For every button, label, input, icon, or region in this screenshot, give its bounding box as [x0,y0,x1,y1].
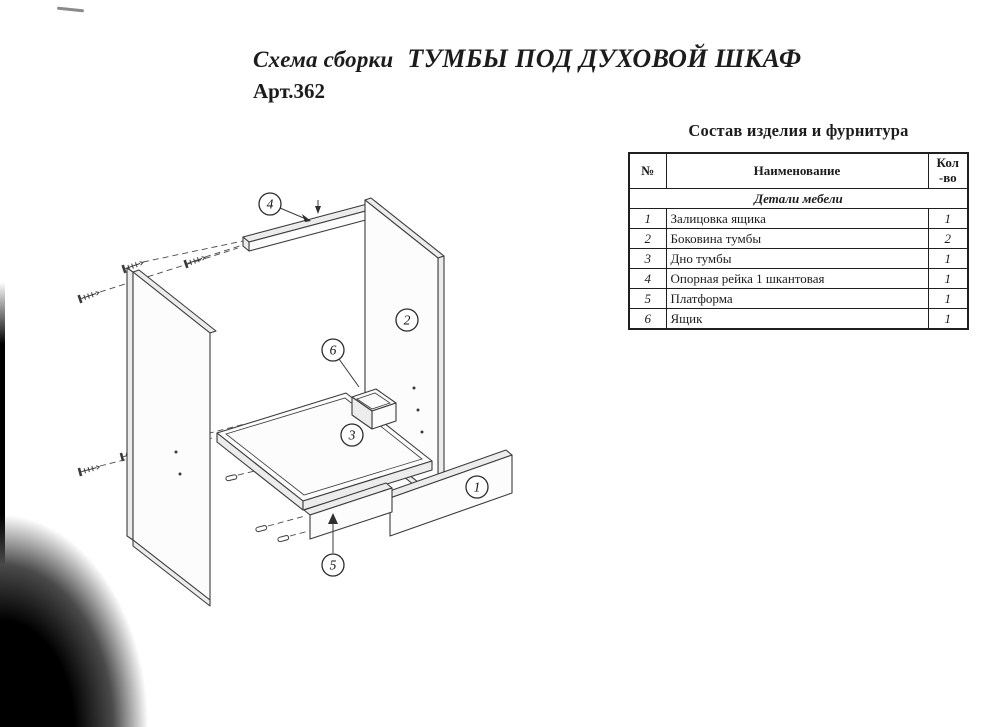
table-header-row: № Наименование Кол-во [628,152,969,189]
heading-block: Схема сборки ТУМБЫ ПОД ДУХОВОЙ ШКАФ Арт.3… [253,44,801,104]
callout-label: 4 [267,197,274,212]
table-row: 2 Боковина тумбы 2 [628,228,969,249]
table-row: 6 Ящик 1 [628,308,969,330]
col-header-qty-line2: -во [938,169,957,185]
part-number: 1 [628,208,667,229]
page-title: Схема сборки ТУМБЫ ПОД ДУХОВОЙ ШКАФ [253,44,801,74]
table-row: 4 Опорная рейка 1 шкантовая 1 [628,268,969,289]
callout-6: 6 [321,338,360,388]
callout-label: 1 [474,480,481,495]
part-qty: 1 [927,248,969,269]
part-name: Боковина тумбы [665,228,929,249]
table-section-row: Детали мебели [628,188,969,209]
callout-label: 3 [348,428,356,443]
col-header-qty-line1: Кол [936,155,959,171]
parts-table-title: Состав изделия и фурнитура [688,121,909,140]
dowel-icon [225,473,238,482]
part-qty: 2 [927,228,969,249]
part-number: 6 [628,308,667,330]
part-qty: 1 [927,268,969,289]
part-qty: 1 [927,308,969,330]
side-panel-left [126,267,217,607]
platform-panel [303,482,393,540]
callout-3: 3 [340,423,364,447]
parts-table: № Наименование Кол-во Детали мебели 1 За… [628,152,969,330]
dowel-icon [276,534,290,543]
callout-label: 5 [330,558,337,573]
part-name: Дно тумбы [665,248,929,269]
article-number: Арт.362 [253,79,326,103]
part-qty: 1 [927,288,969,309]
page-title-prefix: Схема сборки [253,47,394,72]
table-section-header: Детали мебели [628,188,969,209]
part-number: 3 [628,248,667,269]
page-title-main: ТУМБЫ ПОД ДУХОВОЙ ШКАФ [407,44,802,73]
part-name: Ящик [665,308,929,330]
scan-shadow-corner [0,512,150,727]
col-header-num: № [628,152,667,189]
part-name: Опорная рейка 1 шкантовая [665,268,929,289]
callout-5: 5 [321,542,345,577]
part-name: Залицовка ящика [665,208,929,229]
part-qty: 1 [927,208,969,229]
screw-icon [121,257,146,275]
top-rail [242,200,378,252]
callout-label: 2 [404,313,411,328]
screw-icon [77,287,102,305]
callout-2: 2 [395,308,419,332]
screw-icon [183,252,208,270]
scan-artifact-edge [0,282,5,727]
part-name: Платформа [665,288,929,309]
col-header-name: Наименование [665,152,929,189]
part-number: 2 [628,228,667,249]
callout-label: 6 [330,343,337,358]
callout-1: 1 [465,475,489,499]
drawer-box [351,388,397,430]
table-row: 5 Платформа 1 [628,288,969,309]
part-number: 5 [628,288,667,309]
table-row: 1 Залицовка ящика 1 [628,208,969,229]
col-header-qty: Кол-во [927,152,969,189]
dowel-icon [254,524,268,533]
screw-icon [77,461,102,478]
parts-table-section: Состав изделия и фурнитура № Наименовани… [628,120,969,330]
callout-4: 4 [258,192,311,222]
table-row: 3 Дно тумбы 1 [628,248,969,269]
part-number: 4 [628,268,667,289]
